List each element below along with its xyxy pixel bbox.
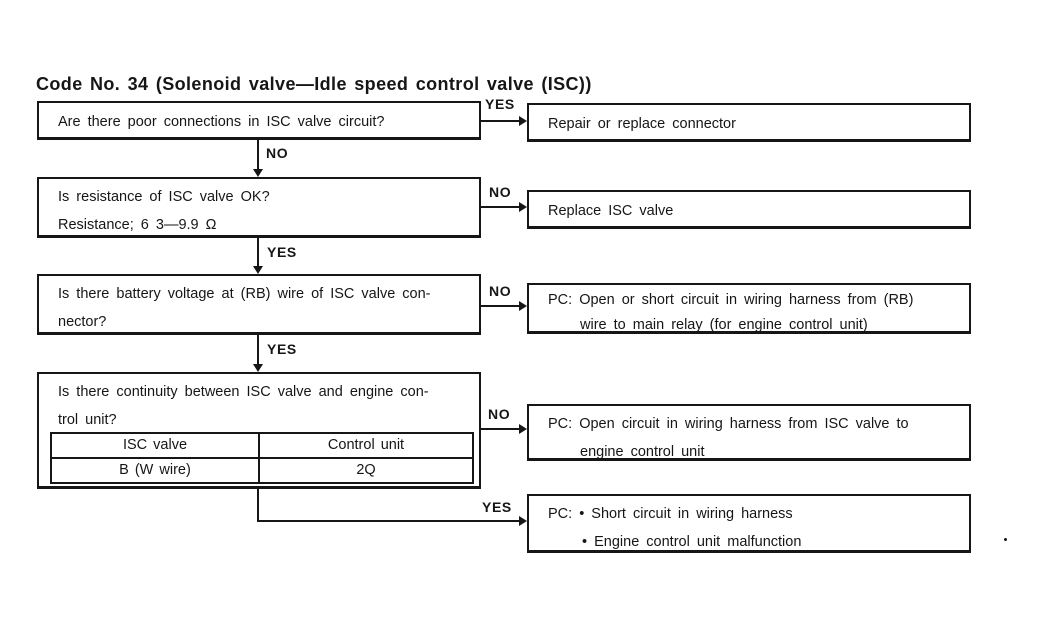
result-text: PC: Open circuit in wiring harness from … bbox=[548, 416, 909, 432]
result-text: Repair or replace connector bbox=[548, 116, 736, 132]
branch-line-no-2 bbox=[481, 206, 521, 208]
question-text: Is there continuity between ISC valve an… bbox=[58, 384, 429, 400]
branch-line-yes-5 bbox=[257, 520, 521, 522]
result-box-replace-valve: Replace ISC valve bbox=[527, 190, 971, 229]
question-box-connections: Are there poor connections in ISC valve … bbox=[37, 101, 481, 140]
page-title: Code No. 34 (Solenoid valve—Idle speed c… bbox=[36, 74, 592, 94]
result-text: Replace ISC valve bbox=[548, 203, 674, 219]
flow-label-yes-down-2: YES bbox=[267, 341, 297, 357]
branch-label-yes-1: YES bbox=[485, 96, 515, 112]
result-text-line2: engine control unit bbox=[580, 444, 705, 460]
arrowhead-down-3 bbox=[253, 364, 263, 372]
result-box-repair-connector: Repair or replace connector bbox=[527, 103, 971, 142]
branch-line-yes-1 bbox=[481, 120, 521, 122]
question-box-continuity: Is there continuity between ISC valve an… bbox=[37, 372, 481, 489]
arrowhead-right-2 bbox=[519, 202, 527, 212]
result-text-line2: • Engine control unit malfunction bbox=[582, 534, 802, 550]
arrowhead-down-1 bbox=[253, 169, 263, 177]
flow-label-no-down: NO bbox=[266, 145, 289, 161]
table-header-control-unit: Control unit bbox=[258, 434, 472, 457]
flow-line-down-2 bbox=[257, 238, 259, 267]
arrowhead-down-2 bbox=[253, 266, 263, 274]
result-box-open-short-circuit: PC: Open or short circuit in wiring harn… bbox=[527, 283, 971, 334]
question-text-line2: Resistance; 6 3—9.9 Ω bbox=[58, 217, 217, 233]
arrowhead-right-1 bbox=[519, 116, 527, 126]
result-box-short-circuit-malfunction: PC: • Short circuit in wiring harness • … bbox=[527, 494, 971, 553]
result-text-line2: wire to main relay (for engine control u… bbox=[580, 317, 868, 333]
question-text: Is resistance of ISC valve OK? bbox=[58, 189, 270, 205]
question-text-line2: nector? bbox=[58, 314, 107, 330]
table-header-isc-valve: ISC valve bbox=[122, 437, 188, 453]
branch-label-no-2: NO bbox=[489, 184, 512, 200]
branch-label-yes-5: YES bbox=[482, 499, 512, 515]
continuity-table: ISC valve Control unit B (W wire) 2Q bbox=[50, 432, 474, 484]
table-cell-isc-wire: B (W wire) bbox=[119, 462, 191, 478]
flow-label-yes-down-1: YES bbox=[267, 244, 297, 260]
branch-line-no-3 bbox=[481, 305, 521, 307]
question-box-battery-voltage: Is there battery voltage at (RB) wire of… bbox=[37, 274, 481, 335]
table-row: B (W wire) 2Q bbox=[52, 457, 472, 482]
question-box-resistance: Is resistance of ISC valve OK? Resistanc… bbox=[37, 177, 481, 238]
flow-line-down-1 bbox=[257, 139, 259, 170]
table-header-row: ISC valve Control unit bbox=[52, 434, 472, 457]
branch-line-no-4 bbox=[481, 428, 521, 430]
result-text: PC: Open or short circuit in wiring harn… bbox=[548, 292, 914, 308]
question-text: Is there battery voltage at (RB) wire of… bbox=[58, 286, 431, 302]
result-text: PC: • Short circuit in wiring harness bbox=[548, 506, 793, 522]
question-text: Are there poor connections in ISC valve … bbox=[58, 114, 385, 130]
arrowhead-right-5 bbox=[519, 516, 527, 526]
flow-line-down-3 bbox=[257, 335, 259, 365]
arrowhead-right-4 bbox=[519, 424, 527, 434]
flow-line-down-4 bbox=[257, 489, 259, 522]
question-text-line2: trol unit? bbox=[58, 412, 117, 428]
branch-label-no-4: NO bbox=[488, 406, 511, 422]
result-box-open-circuit: PC: Open circuit in wiring harness from … bbox=[527, 404, 971, 461]
arrowhead-right-3 bbox=[519, 301, 527, 311]
scan-speck bbox=[1004, 538, 1007, 541]
branch-label-no-3: NO bbox=[489, 283, 512, 299]
table-cell-control-pin: 2Q bbox=[258, 459, 472, 482]
